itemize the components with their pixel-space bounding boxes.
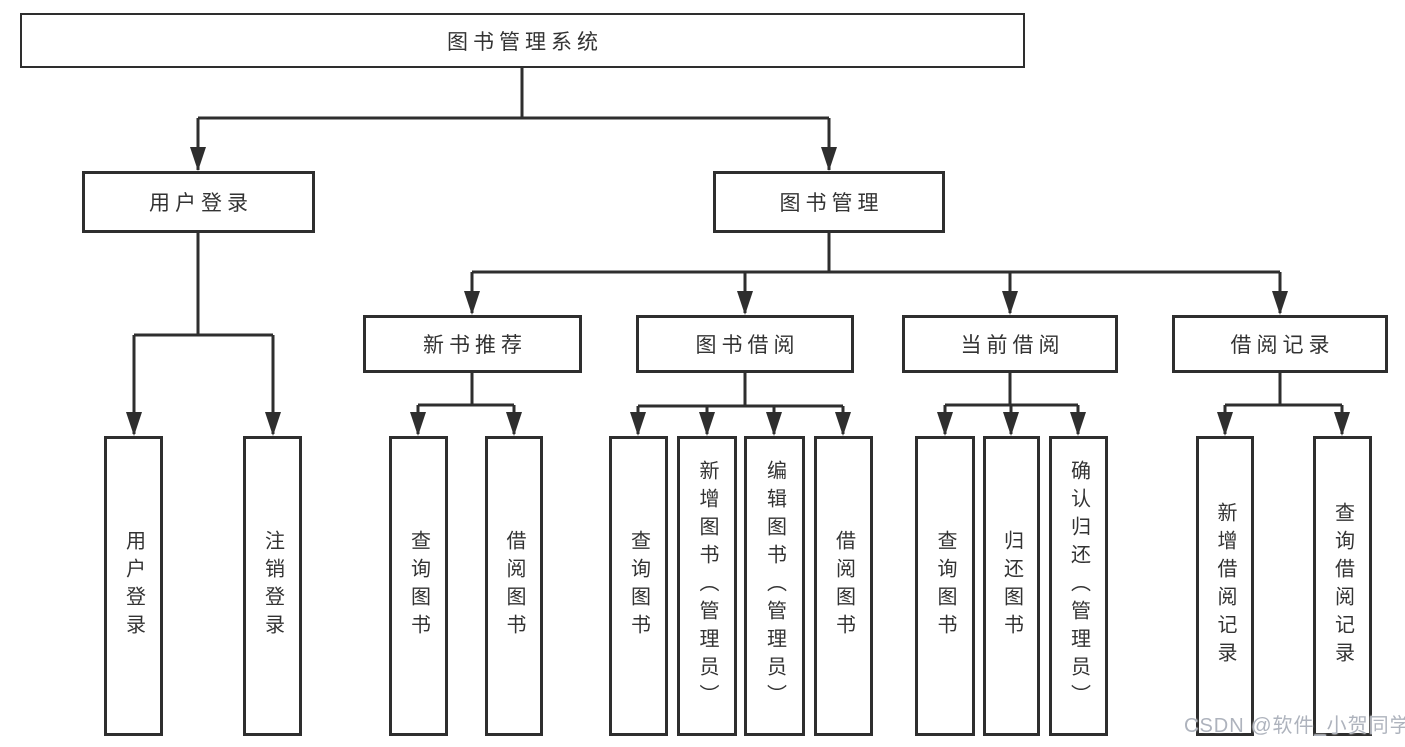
leaf-query-borrow-record-label: 查询借阅记录 — [1331, 502, 1354, 670]
leaf-recommend-query-books-label: 查询图书 — [407, 530, 430, 642]
connector-book-management-branch — [470, 233, 1282, 313]
node-current-borrow-label: 当前借阅 — [960, 334, 1065, 357]
leaf-add-books-admin: 新增图书（管理员） — [677, 436, 737, 736]
leaf-query-borrow-record: 查询借阅记录 — [1313, 436, 1372, 736]
node-book-management: 图书管理 — [713, 171, 945, 233]
connector-user-login-branch — [132, 233, 275, 434]
leaf-borrow-query-books: 查询图书 — [609, 436, 668, 736]
arrowhead-down-icon — [1217, 412, 1233, 436]
leaf-borrow-borrow-books-label: 借阅图书 — [832, 530, 855, 642]
arrowhead-down-icon — [126, 412, 142, 436]
arrowhead-down-icon — [821, 147, 837, 171]
leaf-add-books-admin-label: 新增图书（管理员） — [696, 460, 718, 712]
leaf-user-login: 用户登录 — [104, 436, 163, 736]
arrowhead-down-icon — [835, 412, 851, 436]
node-borrow-records-label: 借阅记录 — [1230, 334, 1335, 357]
node-new-book-recommend: 新书推荐 — [363, 315, 582, 373]
arrowhead-down-icon — [190, 147, 206, 171]
arrowhead-down-icon — [1070, 412, 1086, 436]
arrowhead-down-icon — [1002, 291, 1018, 315]
leaf-edit-books-admin: 编辑图书（管理员） — [744, 436, 805, 736]
leaf-add-borrow-record: 新增借阅记录 — [1196, 436, 1254, 736]
arrowhead-down-icon — [699, 412, 715, 436]
arrowhead-down-icon — [737, 291, 753, 315]
leaf-current-query-books: 查询图书 — [915, 436, 975, 736]
node-new-book-recommend-label: 新书推荐 — [423, 334, 527, 357]
arrowhead-down-icon — [464, 291, 480, 315]
leaf-borrow-borrow-books: 借阅图书 — [814, 436, 873, 736]
node-user-login-label: 用户登录 — [149, 192, 253, 215]
connector-book-borrow-branch — [636, 373, 845, 434]
watermark: CSDN @软件_小贺同学 — [1184, 715, 1405, 737]
arrowhead-down-icon — [1003, 412, 1019, 436]
arrowhead-down-icon — [506, 412, 522, 436]
arrowhead-down-icon — [410, 412, 426, 436]
leaf-confirm-return-admin: 确认归还（管理员） — [1049, 436, 1108, 736]
leaf-borrow-query-books-label: 查询图书 — [627, 530, 650, 642]
node-library-management-system-label: 图书管理系统 — [447, 30, 603, 54]
leaf-add-borrow-record-label: 新增借阅记录 — [1214, 502, 1236, 670]
connector-new-book-branch — [416, 373, 516, 434]
arrowhead-down-icon — [265, 412, 281, 436]
leaf-recommend-borrow-books: 借阅图书 — [485, 436, 543, 736]
leaf-user-login-label: 用户登录 — [122, 530, 145, 642]
node-borrow-records: 借阅记录 — [1172, 315, 1388, 373]
node-book-borrow: 图书借阅 — [636, 315, 854, 373]
leaf-logout: 注销登录 — [243, 436, 302, 736]
leaf-return-books: 归还图书 — [983, 436, 1040, 736]
node-user-login: 用户登录 — [82, 171, 315, 233]
leaf-return-books-label: 归还图书 — [1000, 530, 1023, 642]
node-current-borrow: 当前借阅 — [902, 315, 1118, 373]
arrowhead-down-icon — [1272, 291, 1288, 315]
leaf-current-query-books-label: 查询图书 — [934, 530, 956, 642]
leaf-recommend-query-books: 查询图书 — [389, 436, 448, 736]
arrowhead-down-icon — [630, 412, 646, 436]
node-book-management-label: 图书管理 — [779, 192, 884, 215]
leaf-edit-books-admin-label: 编辑图书（管理员） — [763, 460, 786, 712]
arrowhead-down-icon — [766, 412, 782, 436]
leaf-confirm-return-admin-label: 确认归还（管理员） — [1067, 460, 1090, 712]
arrowhead-down-icon — [937, 412, 953, 436]
leaf-recommend-borrow-books-label: 借阅图书 — [503, 530, 525, 642]
connector-borrow-records-branch — [1223, 373, 1344, 434]
leaf-logout-label: 注销登录 — [261, 530, 284, 642]
connector-root-to-level2 — [196, 68, 831, 170]
node-book-borrow-label: 图书借阅 — [695, 334, 800, 357]
arrowhead-down-icon — [1334, 412, 1350, 436]
node-library-management-system: 图书管理系统 — [20, 13, 1025, 68]
